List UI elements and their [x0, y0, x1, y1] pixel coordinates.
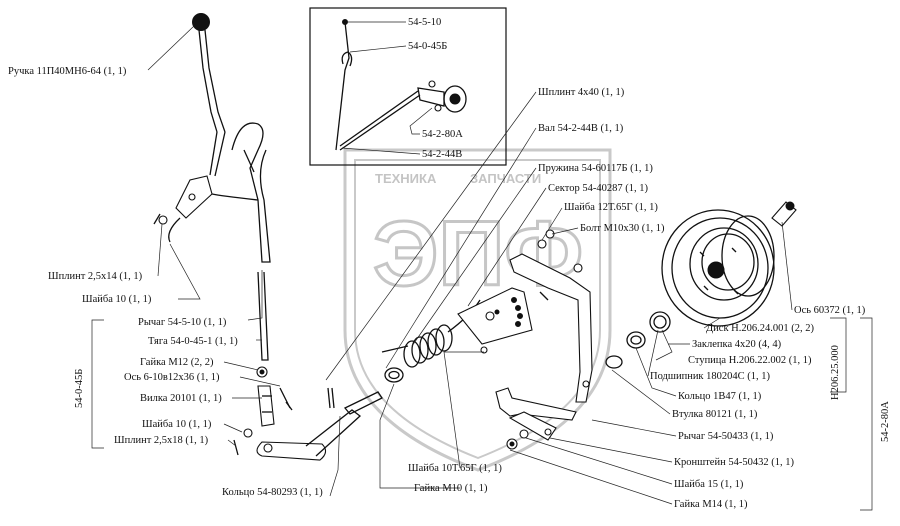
label-kronshtein: Кронштейн 54-50432 (1, 1) [674, 457, 794, 468]
callout-labels: Ручка 11П40МН6-64 (1, 1) Шплинт 2,5х14 (… [8, 66, 866, 510]
label-os-60372: Ось 60372 (1, 1) [794, 305, 866, 316]
label-gaika-m14: Гайка М14 (1, 1) [674, 499, 748, 510]
label-disk: Диск Н.206.24.001 (2, 2) [706, 323, 814, 334]
watermark-tagline-left: ТЕХНИКА [375, 171, 437, 186]
label-val: Вал 54-2-44В (1, 1) [538, 123, 624, 134]
label-shplint-4x40: Шплинт 4х40 (1, 1) [538, 87, 625, 98]
label-kolco-80293: Кольцо 54-80293 (1, 1) [222, 487, 323, 498]
label-zaklepka: Заклепка 4х20 (4, 4) [692, 339, 782, 350]
center-assembly [256, 229, 671, 461]
label-vilka: Вилка 20101 (1, 1) [140, 393, 222, 404]
leader-lines [147, 25, 793, 505]
label-shaiba-15: Шайба 15 (1, 1) [674, 479, 744, 490]
label-os-6-10: Ось 6-10в12х36 (1, 1) [124, 372, 220, 383]
label-gaika-m12: Гайка М12 (2, 2) [140, 357, 214, 368]
inset-label-54-2-80a: 54-2-80А [422, 129, 463, 140]
label-pruzhina: Пружина 54-60117Б (1, 1) [538, 163, 653, 174]
group-label-54-0-45b: 54-0-45Б [74, 369, 85, 408]
spring-coils [403, 324, 453, 368]
label-stupica: Ступица Н.206.22.002 (1, 1) [688, 355, 812, 366]
label-rychag-54-50433: Рычаг 54-50433 (1, 1) [678, 431, 774, 442]
wheel-assembly [661, 201, 797, 327]
label-podshipnik: Подшипник 180204С (1, 1) [650, 371, 771, 382]
right-group-bracket: Н206.25.000 54-2-80А [830, 317, 891, 511]
label-vtulka: Втулка 80121 (1, 1) [672, 409, 758, 420]
label-bolt: Болт М10х30 (1, 1) [580, 223, 665, 234]
watermark-tagline-right: ЗАПЧАСТИ [470, 171, 541, 186]
inset-label-54-0-45b: 54-0-45Б [408, 41, 447, 52]
label-rychag-54-5-10: Рычаг 54-5-10 (1, 1) [138, 317, 227, 328]
inset-detail: 54-5-10 54-0-45Б 54-2-80А 54-2-44В [309, 7, 507, 166]
left-group-bracket: 54-0-45Б [74, 319, 104, 449]
inset-label-54-2-44v: 54-2-44В [422, 149, 462, 160]
group-label-54-2-80a: 54-2-80А [880, 401, 891, 442]
group-label-n206: Н206.25.000 [830, 345, 841, 400]
label-sektor: Сектор 54-40287 (1, 1) [548, 183, 648, 194]
inset-label-54-5-10: 54-5-10 [408, 17, 441, 28]
label-shaiba-10t: Шайба 10Т.65Г (1, 1) [408, 463, 502, 474]
label-shaiba-10-bottom: Шайба 10 (1, 1) [142, 419, 212, 430]
label-shaiba-10-top: Шайба 10 (1, 1) [82, 294, 152, 305]
label-shplint-2-5x14: Шплинт 2,5х14 (1, 1) [48, 271, 143, 282]
label-tyaga: Тяга 54-0-45-1 (1, 1) [148, 336, 238, 347]
label-shplint-2-5x18: Шплинт 2,5х18 (1, 1) [114, 435, 209, 446]
label-gaika-m10: Гайка М10 (1, 1) [414, 483, 488, 494]
label-ruchka: Ручка 11П40МН6-64 (1, 1) [8, 66, 127, 77]
label-shaiba-12t: Шайба 12Т.65Г (1, 1) [564, 202, 658, 213]
left-lever-assembly [153, 13, 293, 456]
label-kolco-1v47: Кольцо 1В47 (1, 1) [678, 391, 762, 402]
